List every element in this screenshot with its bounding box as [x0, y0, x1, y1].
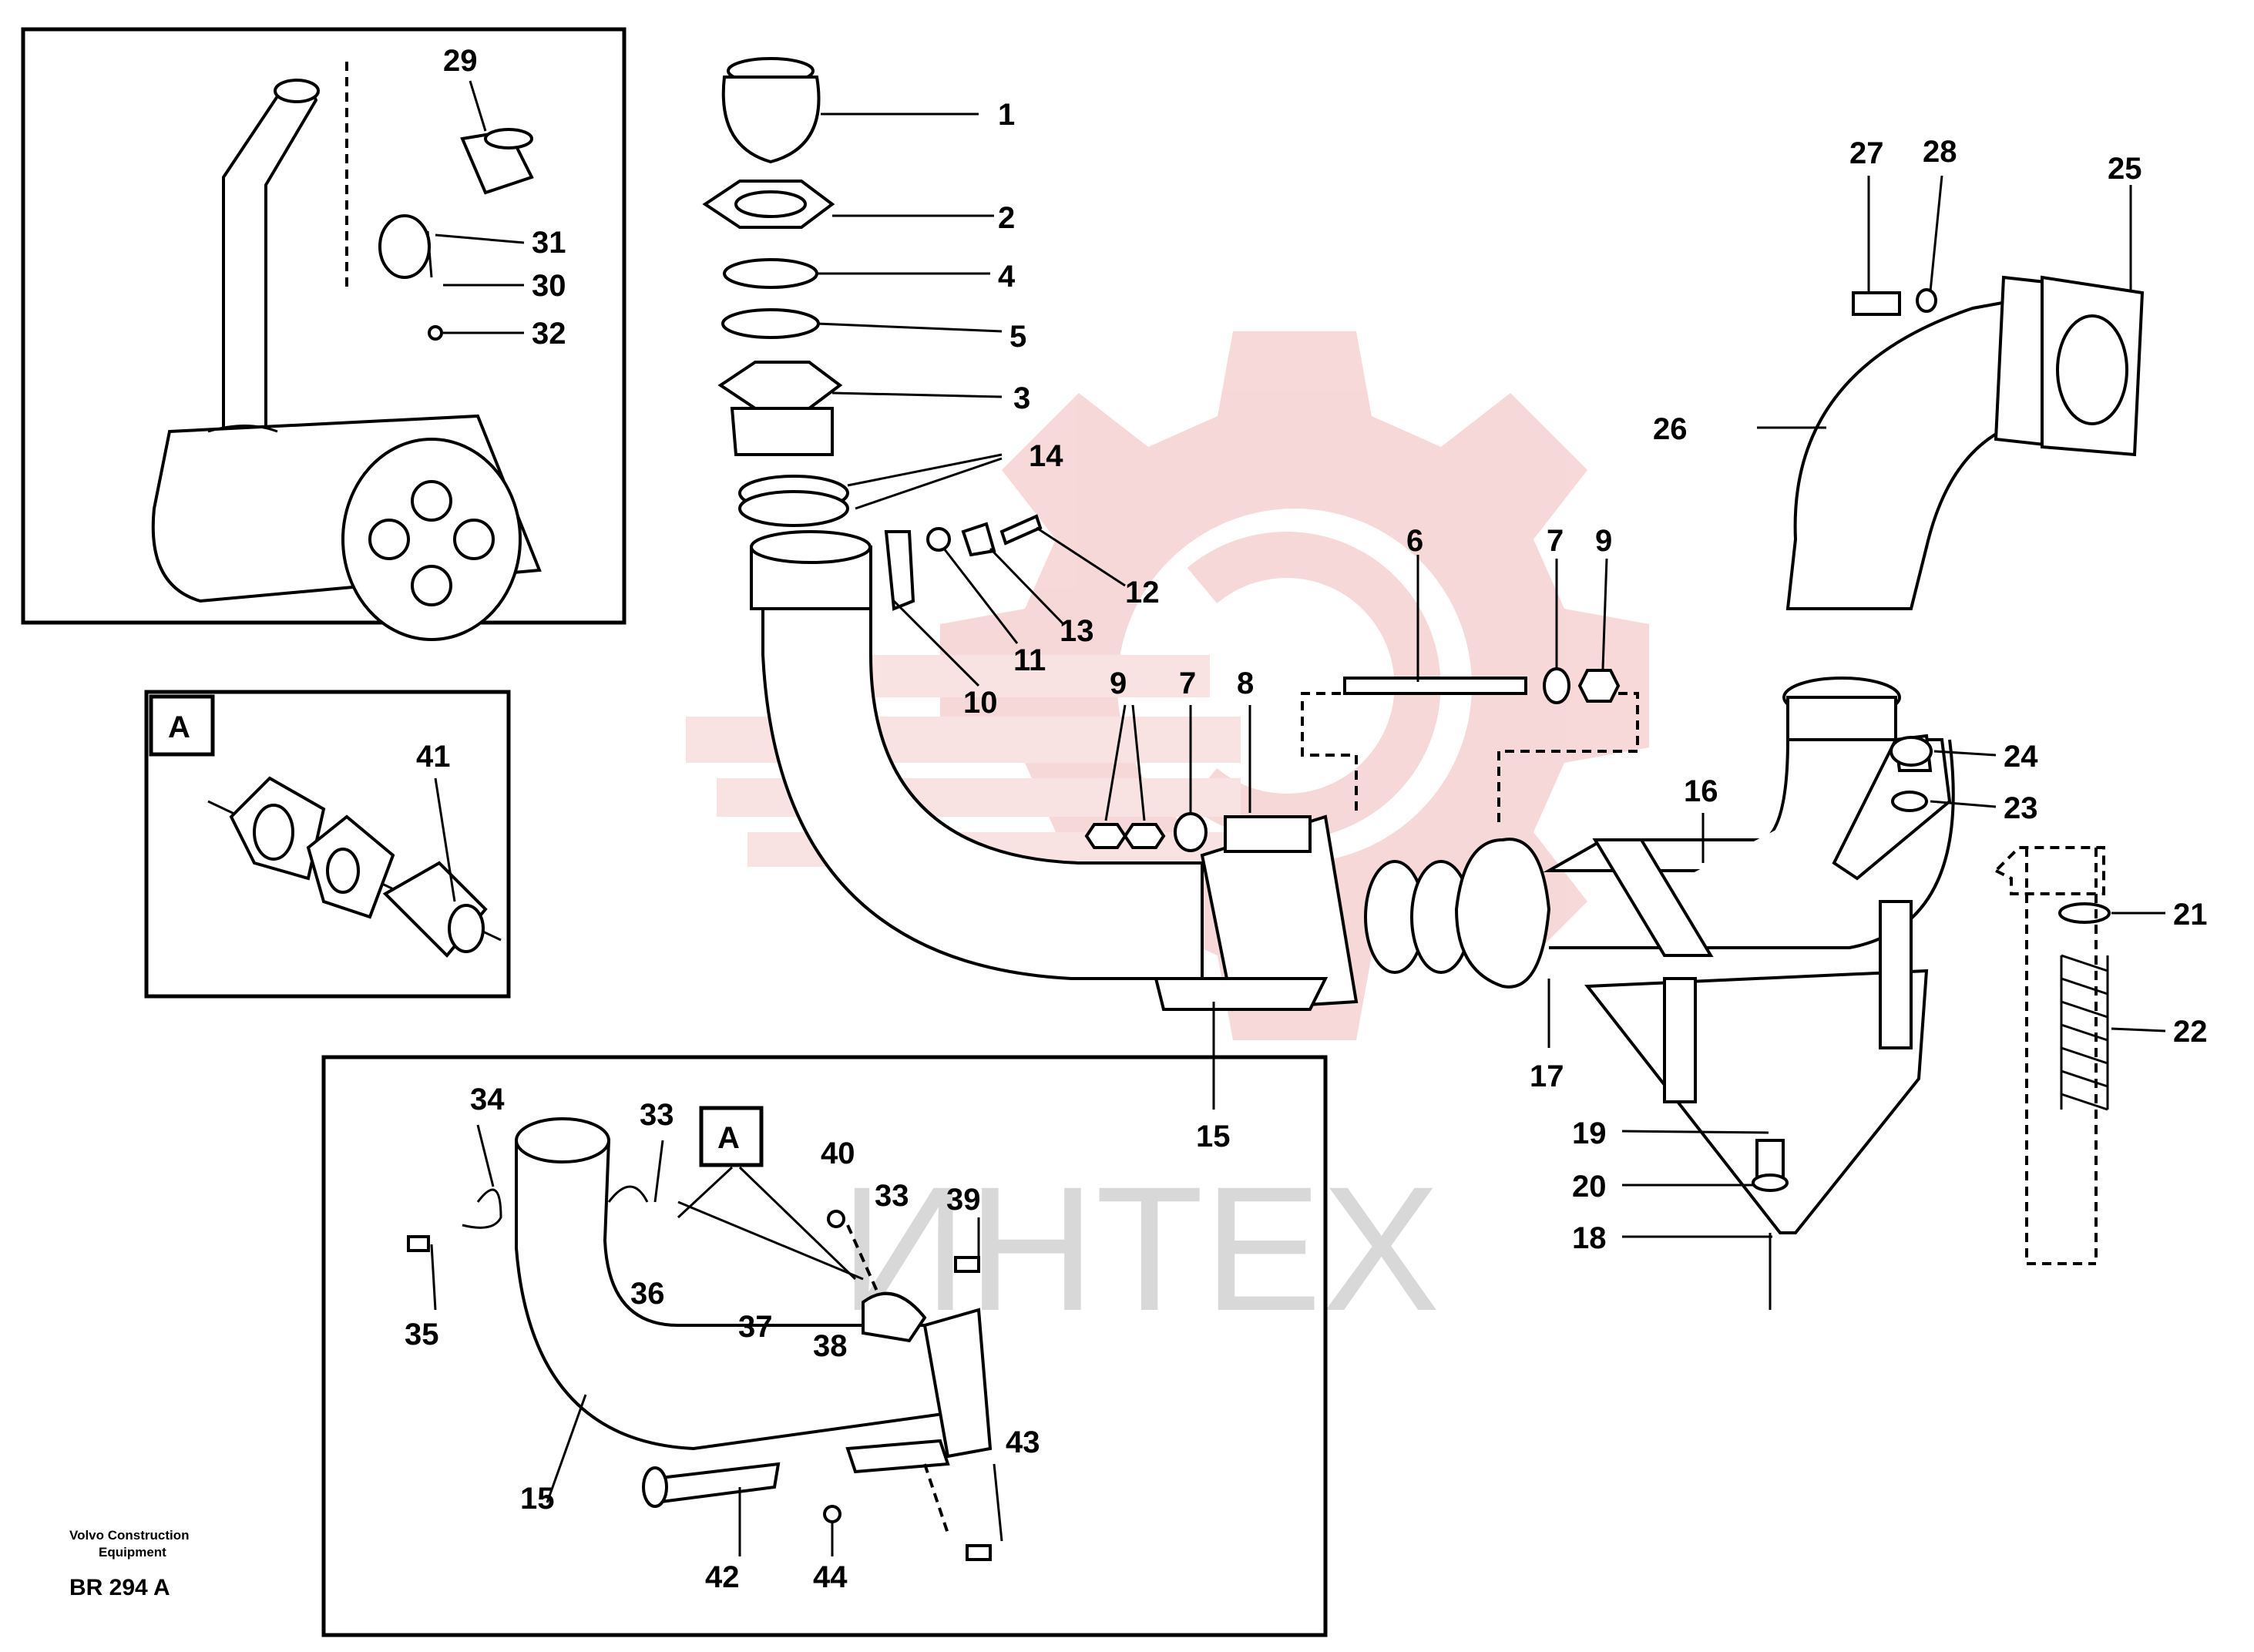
callout-18: 18: [1572, 1221, 1607, 1255]
callout-11: 11: [1013, 643, 1046, 677]
callout-25: 25: [2108, 152, 2142, 186]
inset-pipe-frame: [321, 1055, 1328, 1637]
inset-pipe-marker: A: [717, 1121, 740, 1155]
inset-muffler-frame: [21, 27, 626, 625]
footer-code: BR 294 A: [69, 1575, 170, 1600]
callout-8: 8: [1237, 667, 1254, 700]
callout-3: 3: [1013, 381, 1030, 415]
callout-31: 31: [532, 226, 566, 260]
callout-7a: 7: [1179, 667, 1196, 700]
main-right-assembly: [1454, 275, 2145, 1234]
muffler-drawing: [151, 62, 542, 641]
callout-15a: 15: [1196, 1120, 1231, 1153]
callout-39: 39: [946, 1183, 981, 1217]
callout-1: 1: [998, 98, 1015, 132]
callout-37: 37: [738, 1310, 773, 1344]
footer-company-line1: Volvo Construction: [69, 1528, 190, 1543]
callout-19: 19: [1572, 1116, 1607, 1150]
callout-34: 34: [470, 1083, 505, 1116]
callout-43: 43: [1006, 1425, 1040, 1459]
callout-13: 13: [1060, 614, 1094, 648]
callout-10: 10: [963, 686, 998, 720]
small-fasteners-10-13: [884, 514, 1043, 611]
callout-38: 38: [813, 1329, 848, 1363]
callout-5: 5: [1009, 320, 1026, 354]
main-bend-pipe: [761, 607, 1204, 980]
main-leader-lines: [816, 112, 2166, 1310]
inset-a-frame: [144, 690, 511, 999]
callout-32: 32: [532, 317, 566, 351]
watermark-text: ИНТЕХ: [840, 1150, 1440, 1348]
callout-44: 44: [813, 1560, 848, 1594]
callout-35: 35: [405, 1318, 439, 1351]
callout-12: 12: [1125, 576, 1160, 609]
callout-22: 22: [2173, 1015, 2208, 1049]
dash-24: [1993, 846, 2105, 895]
callout-7b: 7: [1547, 524, 1564, 558]
callout-15b: 15: [520, 1482, 555, 1516]
callout-42: 42: [705, 1560, 740, 1594]
dash-spring-left: [2025, 848, 2096, 1265]
callout-4: 4: [998, 260, 1016, 294]
callout-9b: 9: [1595, 524, 1612, 558]
main-pipe-bracket: [1154, 977, 1329, 1011]
callout-33a: 33: [640, 1098, 674, 1132]
dash-6-right: [1497, 692, 1639, 824]
spring-assembly: [2058, 902, 2111, 1111]
inset-a-marker: A: [168, 710, 190, 744]
callout-14: 14: [1029, 439, 1063, 473]
callout-17: 17: [1530, 1059, 1564, 1093]
callout-33b: 33: [875, 1179, 909, 1213]
callout-30: 30: [532, 269, 566, 303]
callout-9a: 9: [1110, 667, 1127, 700]
inset-a-drawing: [207, 776, 502, 958]
stud-and-nuts: [1084, 667, 1621, 853]
callout-36: 36: [630, 1277, 665, 1311]
callout-26: 26: [1653, 412, 1688, 446]
footer-company-line2: Equipment: [99, 1545, 166, 1560]
callout-28: 28: [1923, 135, 1957, 169]
callout-2: 2: [998, 201, 1015, 235]
inset-pipe-marker-box: [699, 1106, 764, 1167]
callout-6: 6: [1406, 524, 1423, 558]
main-left-stack: [702, 57, 872, 610]
callout-20: 20: [1572, 1170, 1607, 1204]
callout-16: 16: [1684, 774, 1718, 808]
callout-23: 23: [2004, 791, 2038, 825]
callout-27: 27: [1849, 136, 1884, 170]
callout-21: 21: [2173, 898, 2208, 932]
inset-a-marker-box: [149, 694, 215, 757]
dash-6-left: [1301, 692, 1358, 817]
callout-29: 29: [443, 44, 478, 78]
callout-40: 40: [821, 1137, 855, 1170]
callout-41: 41: [416, 740, 451, 774]
callout-24: 24: [2004, 740, 2038, 774]
inset-pipe-drawing: [407, 1117, 993, 1561]
